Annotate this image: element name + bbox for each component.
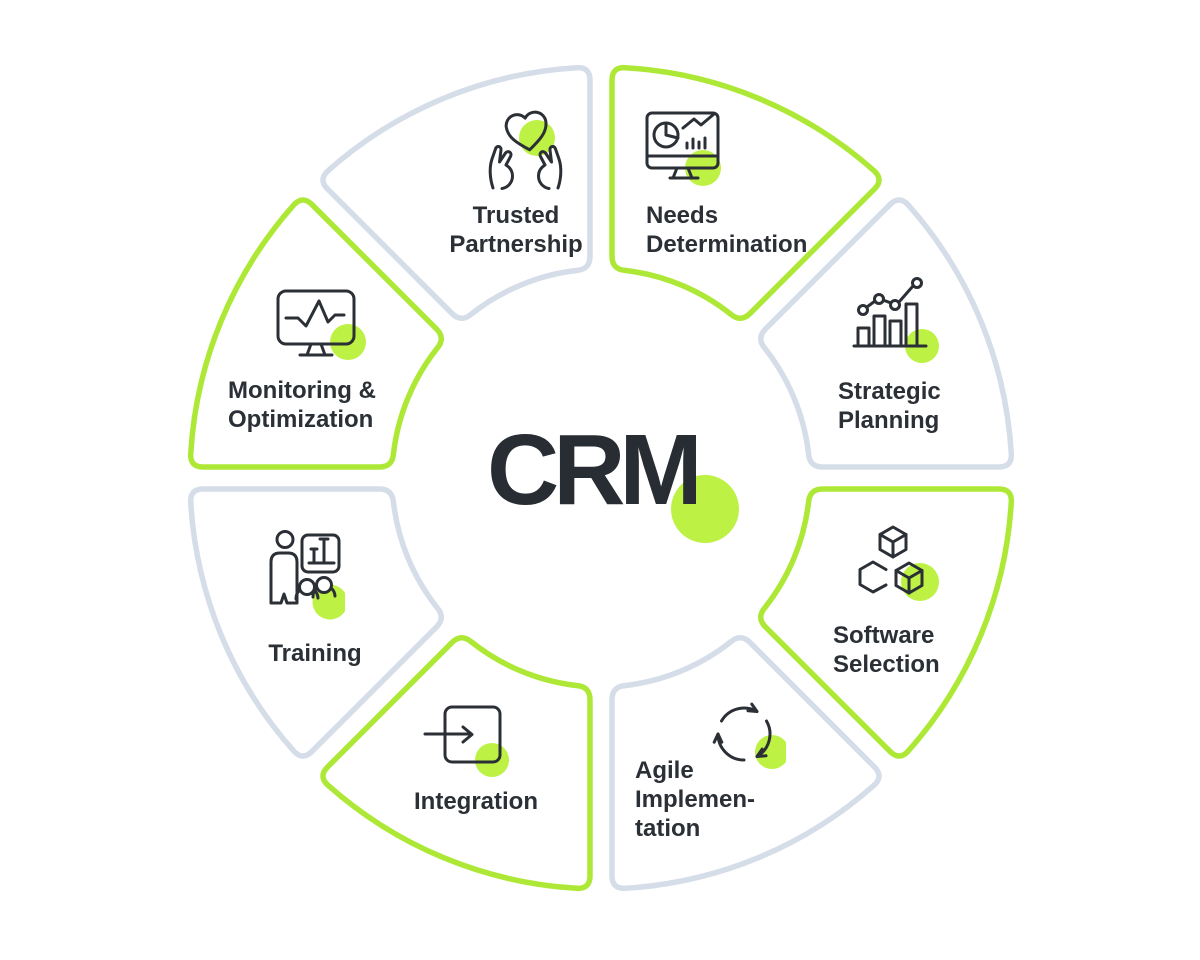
monitor-pulse-icon: [276, 289, 366, 360]
presenter-audience-icon: [269, 530, 345, 620]
import-box-icon: [423, 705, 509, 777]
segment-label-software-selection: Software Selection: [833, 622, 940, 678]
hands-holding-heart-icon: [488, 110, 563, 190]
center-accent-dot: [671, 475, 739, 543]
center-title: CRM: [487, 414, 703, 526]
segment-monitoring-optimization: [187, 197, 444, 470]
segment-label-agile-implementation: Agile Implemen- tation: [635, 757, 756, 842]
modules-cubes-icon: [858, 525, 939, 601]
monitor-analytics-icon: [645, 111, 721, 186]
segment-label-monitoring-optimization: Monitoring & Optimization: [228, 377, 376, 433]
segment-agile-implementation: [609, 635, 882, 892]
segment-label-training: Training: [268, 640, 362, 667]
growth-chart-icon: [852, 277, 939, 363]
cycle-arrows-icon: [712, 702, 786, 769]
segment-label-integration: Integration: [414, 788, 538, 815]
segment-label-strategic-planning: Strategic Planning: [838, 378, 941, 434]
segment-needs-determination: [609, 64, 882, 321]
segment-label-needs-determination: Needs Determination: [646, 202, 808, 258]
segment-training: [187, 486, 444, 759]
segment-software-selection: [758, 486, 1015, 759]
segment-label-trusted-partnership: Trusted Partnership: [449, 202, 583, 258]
